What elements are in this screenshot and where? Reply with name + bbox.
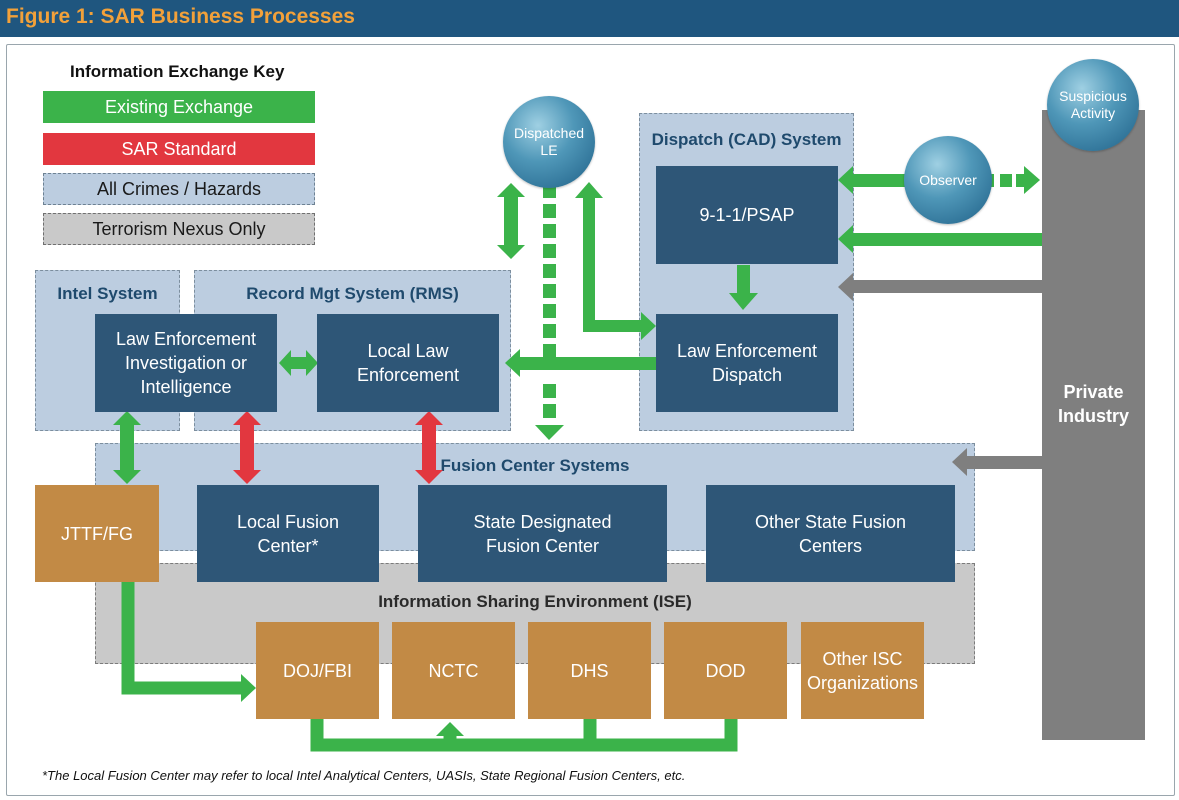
other-state-fusion-box: Other State Fusion Centers [706, 485, 955, 582]
key-title: Information Exchange Key [70, 62, 285, 81]
intel-system-title: Intel System [57, 284, 158, 303]
ise-title: Information Sharing Environment (ISE) [378, 592, 692, 611]
cad-title: Dispatch (CAD) System [651, 130, 842, 149]
key-existing-exchange: Existing Exchange [43, 91, 315, 123]
key-terrorism-nexus: Terrorism Nexus Only [43, 213, 315, 245]
arrow-dispatched-le-dispatch [583, 196, 643, 332]
fusion-title: Fusion Center Systems [440, 456, 630, 475]
arrow-intel-local-fusion [233, 411, 261, 484]
le-dispatch-box: Law Enforcement Dispatch [656, 314, 838, 412]
key-sar-standard: SAR Standard [43, 133, 315, 165]
psap-box: 9-1-1/PSAP [656, 166, 838, 264]
dispatched-le-circle: Dispatched LE [503, 96, 595, 188]
arrow-private-cad [852, 280, 1042, 293]
arrow-local-le-state-fusion [415, 411, 443, 484]
arrow-investigation-local-le [279, 350, 318, 376]
arrow-dispatched-rms [497, 183, 525, 259]
jttf-box: JTTF/FG [35, 485, 159, 582]
dhs-box: DHS [528, 622, 651, 719]
local-le-box: Local Law Enforcement [317, 314, 499, 412]
private-industry-bar [1042, 110, 1145, 740]
suspicious-activity-circle: Suspicious Activity [1047, 59, 1139, 151]
footnote: *The Local Fusion Center may refer to lo… [42, 768, 686, 783]
private-industry-label: Private Industry [1057, 382, 1129, 426]
title-bar: Figure 1: SAR Business Processes [0, 0, 1179, 37]
nctc-box: NCTC [392, 622, 515, 719]
le-investigation-box: Law Enforcement Investigation or Intelli… [95, 314, 277, 412]
arrow-jttf-doj [121, 582, 242, 695]
observer-circle: Observer [904, 136, 992, 224]
arrow-psap-dispatch [737, 265, 750, 295]
rms-title: Record Mgt System (RMS) [246, 284, 459, 303]
arrow-observer-psap [852, 174, 907, 187]
arrow-private-fusion [966, 456, 1042, 469]
key-all-crimes: All Crimes / Hazards [43, 173, 315, 205]
arrow-dispatched-fusion-dashed [535, 184, 564, 440]
doj-fbi-box: DOJ/FBI [256, 622, 379, 719]
figure-title: Figure 1: SAR Business Processes [6, 5, 355, 28]
local-fusion-box: Local Fusion Center* [197, 485, 379, 582]
arrow-dispatch-local-le [519, 357, 657, 370]
arrow-private-psap [852, 233, 1042, 246]
ise-bottom-connector [310, 719, 738, 752]
state-fusion-box: State Designated Fusion Center [418, 485, 667, 582]
arrow-intel-jttf [113, 411, 141, 484]
other-isc-box: Other ISC Organizations [801, 622, 924, 719]
dod-box: DOD [664, 622, 787, 719]
